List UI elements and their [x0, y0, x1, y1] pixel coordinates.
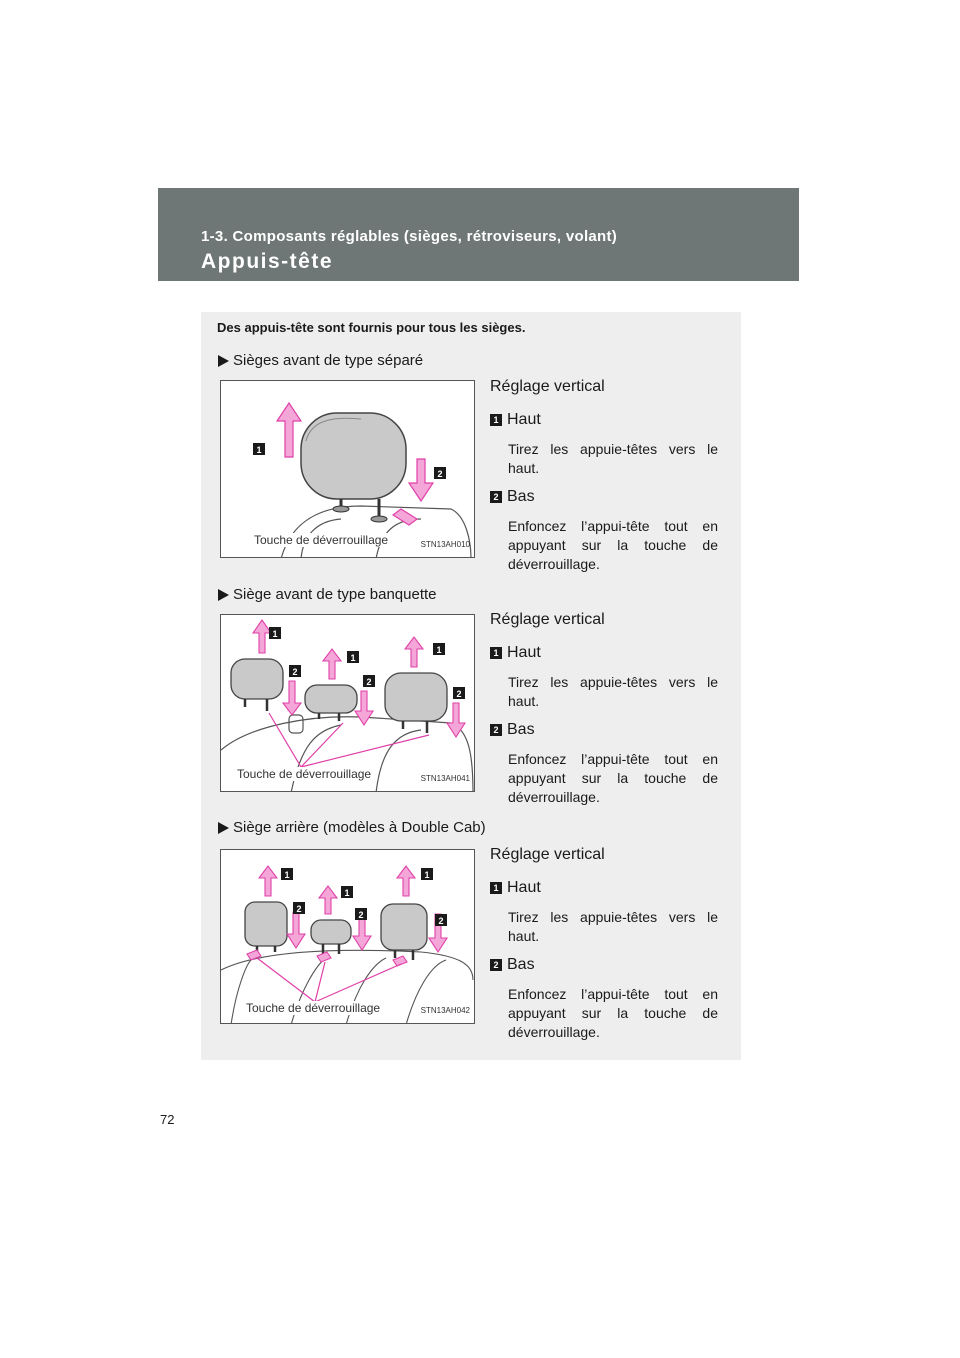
- page-title: Appuis-tête: [201, 250, 333, 273]
- adjustment-title: Réglage vertical: [490, 846, 605, 863]
- step-description: Tirez les appuie-têtes vers le haut.: [508, 441, 718, 476]
- step-up: 1 Haut: [490, 411, 541, 429]
- page-number: 72: [160, 1112, 175, 1127]
- bullet-triangle-icon: [218, 588, 229, 601]
- step-description: Enfoncez l’appui-tête tout en appuyant s…: [508, 751, 718, 805]
- step-label: Haut: [507, 644, 541, 661]
- release-button-label: Touche de déverrouillage: [235, 767, 374, 781]
- section-heading-text: Siège arrière (modèles à Double Cab): [233, 819, 486, 836]
- svg-text:2: 2: [358, 910, 363, 920]
- headrest-illustration: 1 2 1 2 1 2: [221, 865, 474, 1023]
- section-heading-2: Siège avant de type banquette: [218, 586, 437, 603]
- svg-text:2: 2: [292, 667, 297, 677]
- bullet-triangle-icon: [218, 354, 229, 367]
- section-heading-1: Sièges avant de type séparé: [218, 352, 423, 369]
- svg-text:1: 1: [284, 870, 289, 880]
- svg-text:1: 1: [272, 629, 277, 639]
- step-down: 2 Bas: [490, 721, 535, 739]
- step-label: Haut: [507, 879, 541, 896]
- instructions-1: Réglage vertical 1 Haut Tirez les appuie…: [490, 378, 718, 578]
- section-heading-3: Siège arrière (modèles à Double Cab): [218, 819, 486, 836]
- step-description: Tirez les appuie-têtes vers le haut.: [508, 909, 718, 944]
- section-heading-text: Sièges avant de type séparé: [233, 352, 424, 369]
- step-number-badge: 2: [490, 491, 502, 503]
- svg-text:2: 2: [437, 469, 442, 479]
- adjustment-title: Réglage vertical: [490, 378, 605, 395]
- svg-text:1: 1: [424, 870, 429, 880]
- step-label: Haut: [507, 411, 541, 428]
- step-label: Bas: [507, 956, 535, 973]
- bullet-triangle-icon: [218, 821, 229, 834]
- step-number-badge: 2: [490, 959, 502, 971]
- figure-code: STN13AH042: [420, 1006, 470, 1015]
- step-down: 2 Bas: [490, 488, 535, 506]
- figure-front-separate: 1 2 Touche de déverrouillage STN13AH010: [220, 380, 475, 558]
- step-up: 1 Haut: [490, 879, 541, 897]
- svg-text:2: 2: [456, 689, 461, 699]
- release-button-label: Touche de déverrouillage: [252, 533, 391, 547]
- svg-text:2: 2: [366, 677, 371, 687]
- instructions-2: Réglage vertical 1 Haut Tirez les appuie…: [490, 611, 718, 811]
- svg-text:2: 2: [296, 904, 301, 914]
- svg-text:1: 1: [256, 445, 261, 455]
- figure-rear-seat: 1 2 1 2 1 2 Touche de déverrouillage STN…: [220, 849, 475, 1024]
- step-down: 2 Bas: [490, 956, 535, 974]
- step-up: 1 Haut: [490, 644, 541, 662]
- figure-code: STN13AH010: [420, 540, 470, 549]
- svg-text:1: 1: [344, 888, 349, 898]
- instructions-3: Réglage vertical 1 Haut Tirez les appuie…: [490, 846, 718, 1046]
- figure-front-bench: 1 2 1 2 1 2 Touche de déverrouillage STN…: [220, 614, 475, 792]
- release-button-label: Touche de déverrouillage: [244, 1001, 383, 1015]
- adjustment-title: Réglage vertical: [490, 611, 605, 628]
- svg-text:1: 1: [350, 653, 355, 663]
- step-description: Tirez les appuie-têtes vers le haut.: [508, 674, 718, 709]
- figure-code: STN13AH041: [420, 774, 470, 783]
- step-description: Enfoncez l’appui-tête tout en appuyant s…: [508, 986, 718, 1040]
- step-description: Enfoncez l’appui-tête tout en appuyant s…: [508, 518, 718, 572]
- step-number-badge: 1: [490, 882, 502, 894]
- chapter-header: 1-3. Composants réglables (sièges, rétro…: [158, 188, 799, 281]
- intro-text: Des appuis-tête sont fournis pour tous l…: [217, 320, 526, 335]
- step-label: Bas: [507, 488, 535, 505]
- svg-text:1: 1: [436, 645, 441, 655]
- section-heading-text: Siège avant de type banquette: [233, 586, 437, 603]
- step-number-badge: 2: [490, 724, 502, 736]
- step-number-badge: 1: [490, 647, 502, 659]
- svg-text:2: 2: [438, 916, 443, 926]
- step-label: Bas: [507, 721, 535, 738]
- step-number-badge: 1: [490, 414, 502, 426]
- headrest-illustration: 1 2: [253, 401, 472, 557]
- section-title: 1-3. Composants réglables (sièges, rétro…: [201, 228, 618, 245]
- headrest-illustration: 1 2 1 2 1 2: [221, 619, 474, 791]
